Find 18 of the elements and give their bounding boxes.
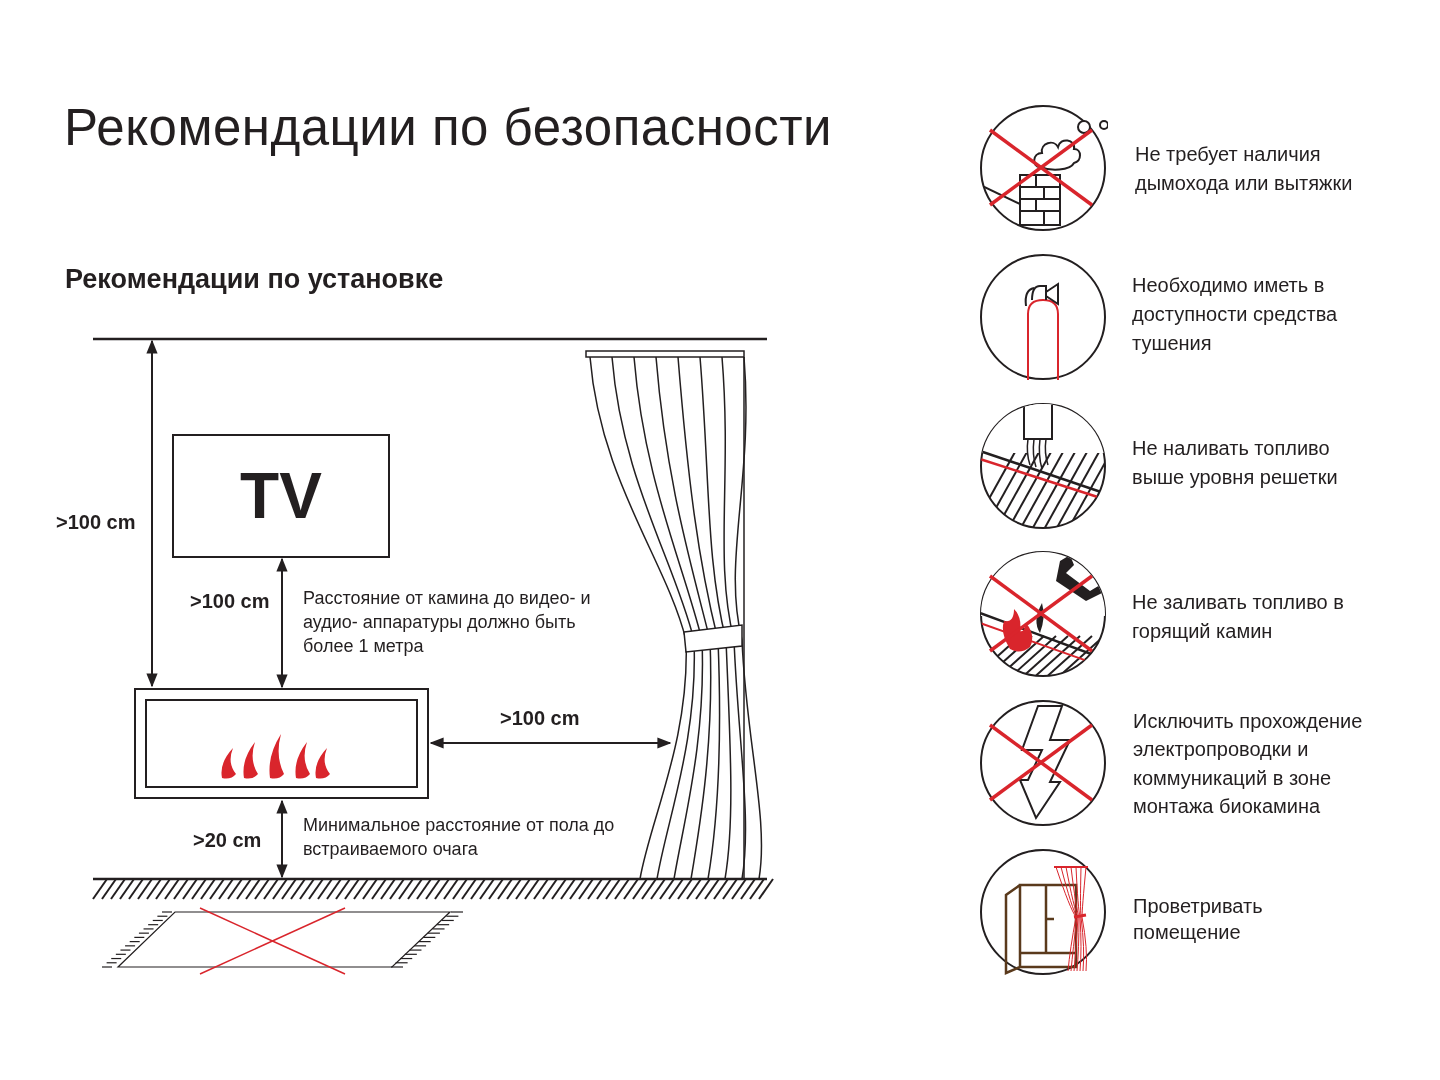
safety-note: Проветривать помещение (1133, 894, 1264, 945)
dimension-label: >100 cm (500, 706, 580, 730)
dimension-label: >20 cm (193, 828, 262, 852)
tv-label: TV (240, 459, 322, 533)
arrow (276, 557, 288, 689)
dimension-label: >100 cm (190, 589, 270, 613)
tv-box (172, 434, 390, 558)
safety-note: Не требует наличия дымохода или вытяжки (1135, 142, 1354, 196)
page-title: Рекомендации по безопасности (64, 98, 833, 157)
fireplace-box (134, 688, 429, 799)
dimension-label: >100 cm (56, 510, 136, 534)
safety-note: Исключить прохождение электропроводки и коммуникаций в зоне монтажа биокамина (1133, 709, 1364, 820)
safety-note: Не заливать топливо в горящий камин (1132, 590, 1345, 644)
safety-note: Не наливать топливо выше уровня решетки (1132, 436, 1339, 490)
note-text: Минимальное расстояние от пола до встраиваемого очага (303, 814, 616, 861)
note-text: Расстояние от камина до видео- и аудио- аппаратуры должно быть более 1 метра (303, 587, 592, 658)
section-heading: Рекомендации по установке (65, 263, 444, 296)
safety-note: Необходимо иметь в доступности средства тушения (1132, 273, 1339, 356)
